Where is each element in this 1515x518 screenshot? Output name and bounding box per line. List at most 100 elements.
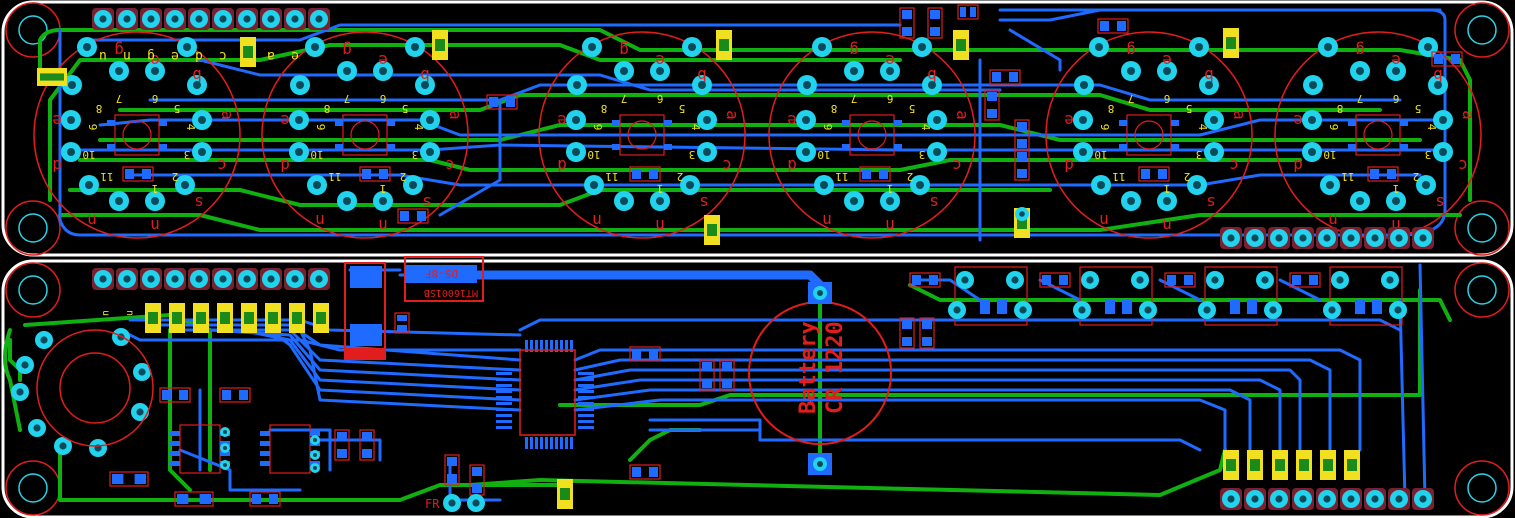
led-resistor (289, 303, 305, 333)
silk-label: n (822, 211, 832, 230)
component-body (243, 46, 253, 58)
pad-hole (1127, 67, 1135, 75)
trace (908, 283, 1452, 322)
silk-label: 11 (100, 170, 113, 183)
tube-center (1134, 120, 1164, 150)
smd-pad (1348, 120, 1356, 126)
silk-label: a (218, 110, 237, 120)
trace (1398, 298, 1407, 502)
ic-pin (578, 402, 594, 405)
pad-hole (123, 15, 131, 23)
component-body (172, 312, 182, 324)
silk-label: c (217, 156, 227, 175)
silk-label: c (722, 156, 732, 175)
trace (573, 358, 1332, 452)
pad-hole (703, 148, 711, 156)
pad-hole (267, 15, 275, 23)
pad-hole (198, 116, 206, 124)
smd-pad (902, 337, 912, 346)
led-resistor (1296, 450, 1312, 480)
pad-hole (195, 15, 203, 23)
pad-hole (296, 81, 304, 89)
silk-label: n (1328, 211, 1338, 230)
component-outline (1367, 166, 1399, 182)
smd-pad (902, 320, 912, 329)
pad-hole (928, 81, 936, 89)
silk-label: n (655, 216, 665, 235)
smd-component (159, 387, 191, 403)
smd-pad (649, 169, 658, 179)
smd-component (249, 491, 281, 507)
trace (998, 8, 1442, 22)
component-body (292, 312, 302, 324)
silk-label: e (291, 48, 299, 63)
smd-pad (1400, 120, 1408, 126)
silk-label: 8 (1108, 102, 1115, 115)
component-outline (629, 166, 661, 182)
mount-hole-outline (5, 200, 61, 256)
pad-hole (21, 361, 29, 369)
component-body (1323, 459, 1333, 471)
silk-label: 1 (657, 182, 664, 195)
smd-pad (612, 120, 620, 126)
silk-label: 11 (605, 170, 618, 183)
silk-label: d (787, 156, 797, 175)
pad-hole (1251, 234, 1259, 242)
pad-hole (16, 388, 24, 396)
smd-component (109, 471, 149, 487)
silk-label: 7 (1128, 92, 1135, 105)
smd-pad (664, 144, 672, 150)
silk-label: n (123, 48, 131, 63)
ic-pin (560, 437, 563, 449)
ic-pin (578, 408, 594, 411)
silk-label: 3 (184, 148, 191, 161)
trace (148, 83, 1402, 102)
smd-component (629, 166, 661, 182)
pad-hole (223, 446, 227, 450)
ic-pin (570, 437, 573, 449)
yellow-component (704, 215, 720, 245)
smd-pad (702, 362, 712, 371)
silk-label: 10 (1094, 148, 1107, 161)
smd-pad (922, 337, 932, 346)
pad-hole (1347, 495, 1355, 503)
pad-hole (1163, 197, 1171, 205)
pad-hole (267, 275, 275, 283)
silk-label: 6 (887, 92, 894, 105)
ic-pin (496, 378, 512, 381)
smd-pad (387, 120, 395, 126)
component-outline (899, 7, 915, 39)
smd-pad (222, 390, 231, 400)
smd-pad (177, 494, 189, 504)
pad-hole (1395, 234, 1403, 242)
pad-hole (1275, 495, 1283, 503)
silk-label: e (1064, 111, 1074, 130)
silk-label: 8 (324, 102, 331, 115)
ic-pin (260, 441, 270, 446)
component-outline (159, 387, 191, 403)
component-outline (394, 312, 410, 334)
smd-pad (894, 144, 902, 150)
pad-hole (620, 197, 628, 205)
silk-label: e (1293, 111, 1303, 130)
trace (168, 328, 192, 492)
smd-pad (269, 494, 278, 504)
ic-pin (496, 426, 512, 429)
pad-hole (295, 148, 303, 156)
trace (178, 448, 302, 492)
smd-pad (1309, 275, 1318, 285)
silk-label: 3 (919, 148, 926, 161)
tube-outline (768, 31, 976, 239)
pad-hole (1275, 234, 1283, 242)
smd-pad (125, 169, 134, 179)
trace (8, 338, 22, 382)
silk-label: a (723, 110, 742, 120)
pad-hole (313, 181, 321, 189)
battery-label: Battery (796, 321, 821, 414)
component-outline (1164, 272, 1196, 288)
pad-hole (818, 43, 826, 51)
led-resistor (193, 303, 209, 333)
pad-hole (426, 116, 434, 124)
